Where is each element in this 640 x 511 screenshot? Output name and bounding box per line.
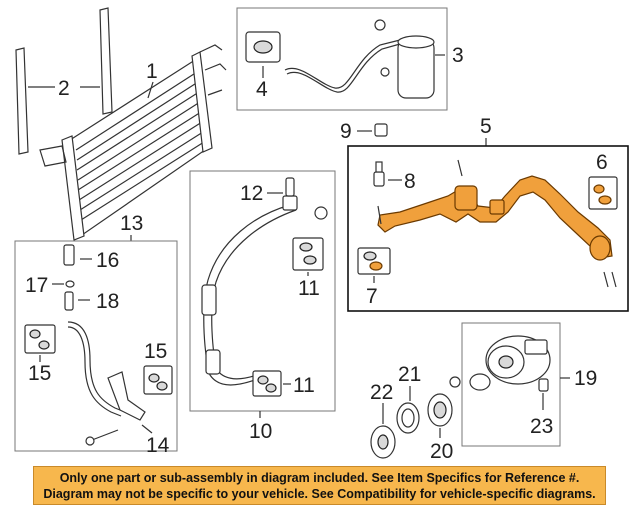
callout-18: 18: [96, 290, 119, 313]
clutch-hub-22: [370, 425, 396, 459]
callout-22: 22: [370, 381, 393, 404]
callout-1-leader: [147, 81, 154, 99]
coil-20: [427, 393, 453, 427]
valve-8: [373, 171, 385, 187]
o-ring-4: [253, 40, 273, 54]
disclaimer-banner: Only one part or sub-assembly in diagram…: [33, 466, 606, 505]
accumulator-tube: [284, 39, 401, 89]
accumulator: [397, 39, 435, 99]
callout-15a: 15: [28, 362, 51, 385]
callout-11a: 11: [298, 277, 320, 300]
valve-16: [63, 244, 75, 266]
callout-3: 3: [452, 44, 464, 67]
callout-1: 1: [146, 60, 158, 83]
callout-9: 9: [340, 120, 352, 143]
callout-14: 14: [146, 434, 170, 457]
discharge-hose-box: [189, 170, 336, 412]
compressor: [469, 335, 551, 391]
callout-15b: 15: [144, 340, 167, 363]
callout-2: 2: [58, 77, 70, 100]
callout-11b: 11: [293, 374, 315, 397]
disclaimer-line-1: Only one part or sub-assembly in diagram…: [59, 471, 580, 485]
valve-23: [538, 378, 549, 392]
callout-12: 12: [240, 182, 263, 205]
discharge-hose: [201, 195, 298, 386]
condenser: [39, 44, 227, 241]
callout-10: 10: [249, 420, 272, 443]
callout-16: 16: [96, 249, 119, 272]
clip-20: [449, 376, 461, 388]
o-ring-17: [65, 280, 75, 288]
o-ring-kit-11b: [252, 370, 282, 397]
bolt-accumulator: [374, 19, 386, 31]
callout-19: 19: [574, 367, 597, 390]
liquid-line: [67, 321, 146, 446]
hose-assembly-box: [347, 145, 629, 312]
core-18: [64, 291, 74, 311]
callout-17: 17: [25, 274, 48, 297]
callout-6: 6: [596, 151, 608, 174]
callout-4: 4: [256, 78, 268, 101]
cap-9: [374, 123, 388, 137]
callout-14-leader: [141, 424, 153, 434]
liquid-line-box: [14, 240, 178, 452]
callout-23: 23: [530, 415, 553, 438]
disclaimer-line-2: Diagram may not be specific to your vehi…: [43, 487, 596, 501]
valve-12: [285, 177, 295, 197]
callout-20: 20: [430, 440, 453, 463]
o-ring-kit-15a: [24, 324, 56, 354]
callout-21: 21: [398, 363, 421, 386]
callout-5: 5: [480, 115, 492, 138]
suction-hose-assembly: [377, 159, 617, 288]
seal-strips: [15, 7, 113, 155]
callout-7: 7: [366, 285, 378, 308]
compressor-box: [461, 322, 561, 447]
bolt-10: [314, 206, 328, 220]
accumulator-box: [236, 7, 448, 111]
callout-13: 13: [120, 212, 143, 235]
callout-8: 8: [404, 170, 416, 193]
pulley-21: [396, 402, 420, 434]
